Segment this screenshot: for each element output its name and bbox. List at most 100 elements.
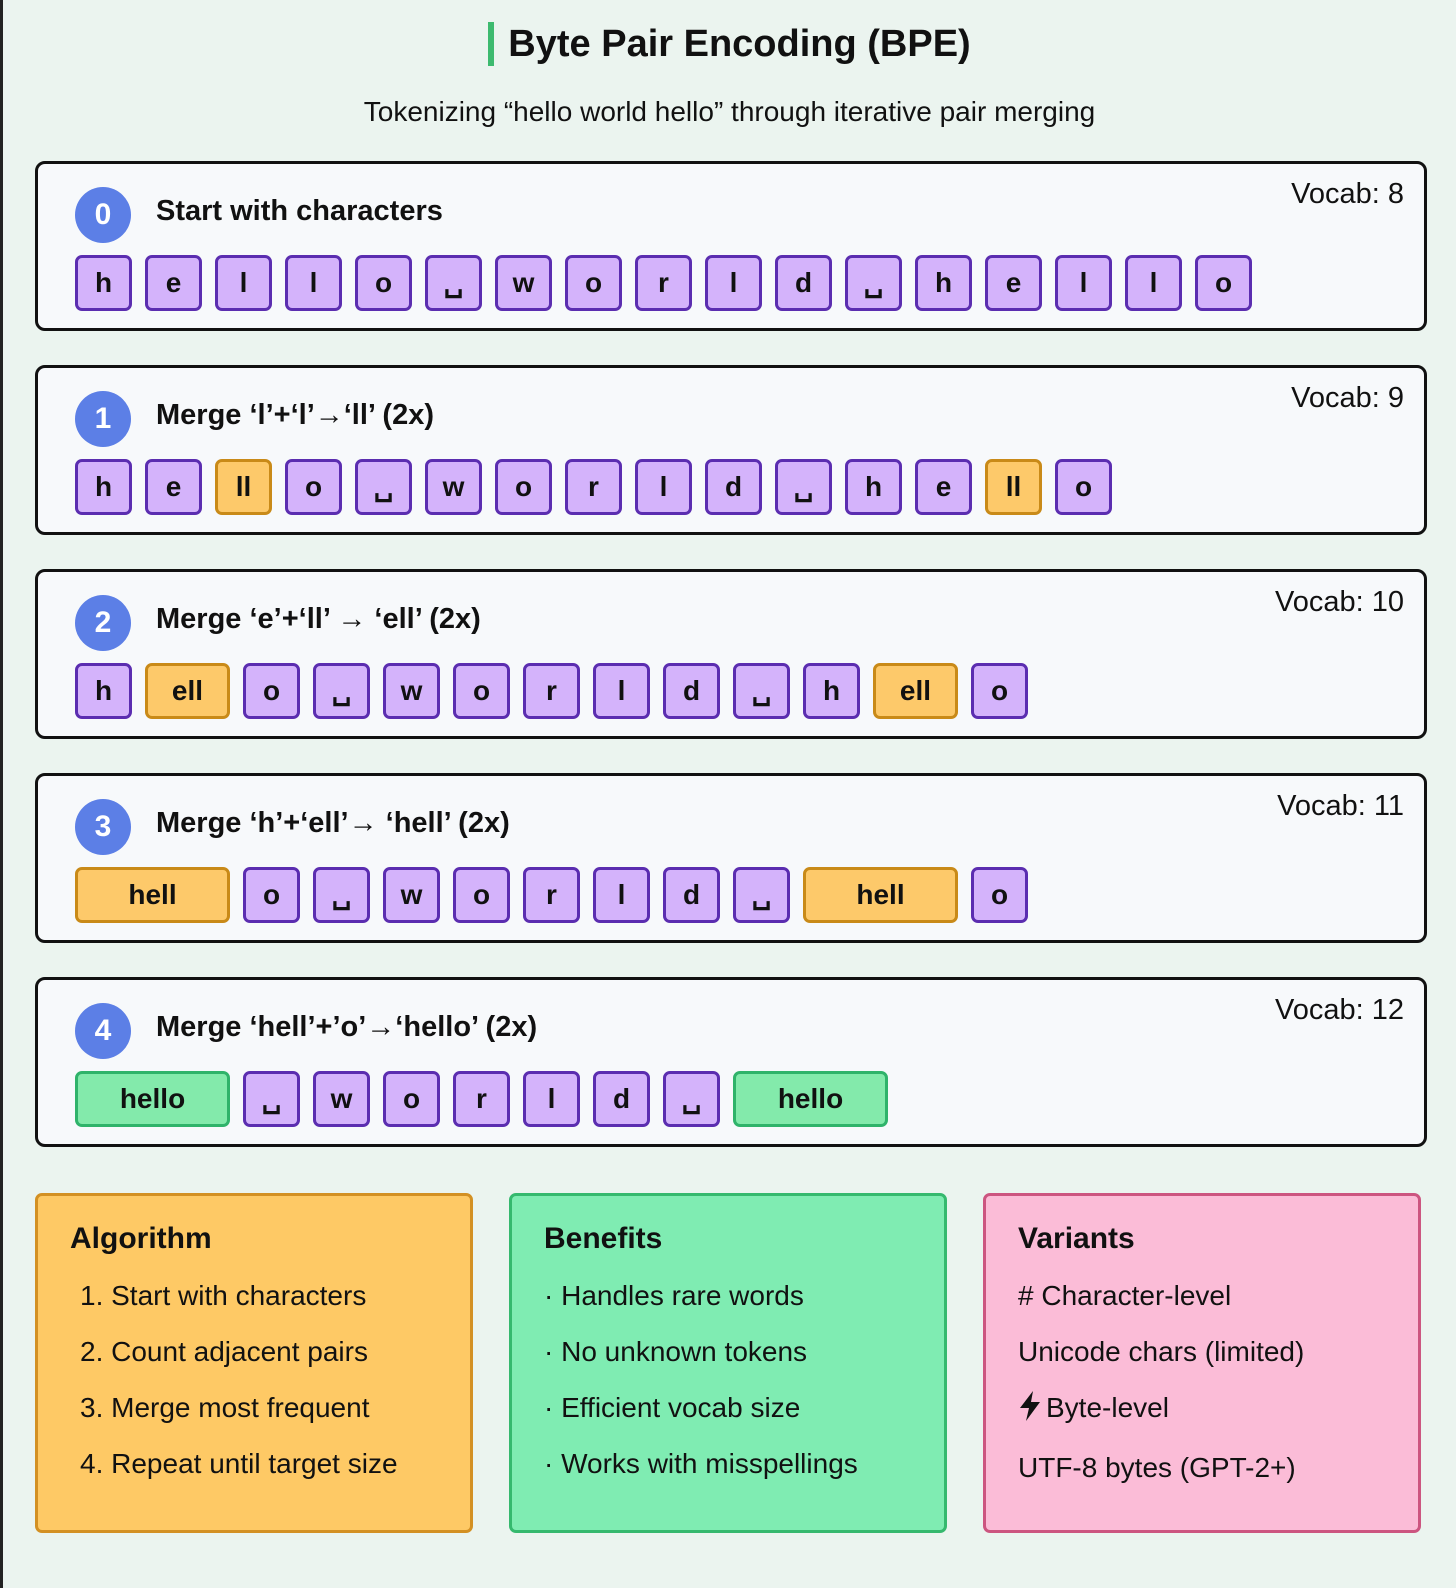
step-title: Merge ‘h’+‘ell’→ ‘hell’ (2x) — [156, 807, 510, 839]
token-chip: ␣ — [355, 459, 412, 515]
token-chip: l — [523, 1071, 580, 1127]
merged-token-chip: hell — [75, 867, 230, 923]
step-panel-3: 3 Merge ‘h’+‘ell’→ ‘hell’ (2x) Vocab: 11 he… — [35, 773, 1427, 943]
token-chip: r — [523, 867, 580, 923]
token-chip: o — [243, 867, 300, 923]
token-chip: h — [75, 663, 132, 719]
step-title: Merge ‘hell’+’o’→‘hello’ (2x) — [156, 1011, 538, 1043]
algorithm-item: 2. Count adjacent pairs — [80, 1336, 368, 1367]
token-chip: r — [635, 255, 692, 311]
token-chip: o — [453, 867, 510, 923]
token-chip: o — [971, 867, 1028, 923]
merged-token-chip: ll — [215, 459, 272, 515]
algorithm-item: 1. Start with characters — [80, 1280, 367, 1311]
token-chip: o — [383, 1071, 440, 1127]
token-chip: w — [313, 1071, 370, 1127]
page-subtitle: Tokenizing “hello world hello” through i… — [363, 96, 1096, 127]
step-title: Merge ‘l’+‘l’→‘ll’ (2x) — [156, 399, 435, 431]
vocab-count: Vocab: 8 — [1291, 178, 1404, 210]
token-chip: d — [663, 663, 720, 719]
benefits-title: Benefits — [544, 1222, 663, 1255]
merged-token-chip: ll — [985, 459, 1042, 515]
token-chip: r — [453, 1071, 510, 1127]
token-chip: o — [285, 459, 342, 515]
benefits-item: · No unknown tokens — [544, 1336, 808, 1367]
token-chip: w — [495, 255, 552, 311]
benefits-item: · Efficient vocab size — [544, 1392, 801, 1423]
token-chip: ␣ — [425, 255, 482, 311]
token-chip: w — [383, 867, 440, 923]
token-chip: h — [803, 663, 860, 719]
token-chip: o — [243, 663, 300, 719]
variants-item: # Character-level — [1018, 1280, 1232, 1311]
token-chip: d — [705, 459, 762, 515]
token-chip: d — [663, 867, 720, 923]
token-chip: o — [565, 255, 622, 311]
vocab-count: Vocab: 11 — [1277, 790, 1404, 822]
variants-item: UTF-8 bytes (GPT-2+) — [1018, 1452, 1296, 1483]
algorithm-item: 4. Repeat until target size — [80, 1448, 398, 1479]
token-chip: ␣ — [313, 867, 370, 923]
token-chip: l — [593, 663, 650, 719]
token-chip: w — [383, 663, 440, 719]
vocab-count: Vocab: 9 — [1291, 382, 1404, 414]
step-number-badge: 4 — [75, 1003, 131, 1059]
step-number-badge: 1 — [75, 391, 131, 447]
token-chip: ␣ — [663, 1071, 720, 1127]
variants-item-label: Byte-level — [1046, 1392, 1169, 1423]
token-chip: l — [635, 459, 692, 515]
token-chip: ␣ — [733, 663, 790, 719]
token-chip: ␣ — [775, 459, 832, 515]
step-title: Start with characters — [156, 195, 443, 227]
page-title: Byte Pair Encoding (BPE) — [488, 22, 971, 66]
token-chip: r — [523, 663, 580, 719]
token-chip: d — [775, 255, 832, 311]
algorithm-card: Algorithm 1. Start with characters 2. Co… — [35, 1193, 473, 1533]
variants-item: Unicode chars (limited) — [1018, 1336, 1305, 1367]
token-chip: ␣ — [243, 1071, 300, 1127]
token-chip: h — [915, 255, 972, 311]
token-chip: l — [285, 255, 342, 311]
token-chip: o — [1055, 459, 1112, 515]
token-chip: o — [495, 459, 552, 515]
token-chip: w — [425, 459, 482, 515]
token-chip: l — [1125, 255, 1182, 311]
token-chip: h — [75, 255, 132, 311]
step-number-badge: 2 — [75, 595, 131, 651]
token-chip: ␣ — [845, 255, 902, 311]
token-chip: o — [971, 663, 1028, 719]
token-chip: e — [915, 459, 972, 515]
step-number-badge: 3 — [75, 799, 131, 855]
vocab-count: Vocab: 12 — [1275, 994, 1404, 1026]
token-chip: o — [1195, 255, 1252, 311]
token-chip: h — [845, 459, 902, 515]
variants-item-byte-level: Byte-level — [1018, 1380, 1386, 1440]
merged-token-chip: ell — [873, 663, 958, 719]
token-chip: e — [145, 459, 202, 515]
merged-token-chip: hell — [803, 867, 958, 923]
step-number-badge: 0 — [75, 187, 131, 243]
variants-title: Variants — [1018, 1222, 1135, 1255]
lightning-bolt-icon — [1018, 1384, 1042, 1440]
token-chip: o — [453, 663, 510, 719]
token-chip: e — [985, 255, 1042, 311]
merged-token-chip: ell — [145, 663, 230, 719]
benefits-item: · Works with misspellings — [544, 1448, 858, 1479]
token-chip: e — [145, 255, 202, 311]
token-chip: h — [75, 459, 132, 515]
merged-token-chip: hello — [733, 1071, 888, 1127]
step-panel-4: 4 Merge ‘hell’+’o’→‘hello’ (2x) Vocab: 12 h… — [35, 977, 1427, 1147]
variants-card: Variants # Character-level Unicode chars… — [983, 1193, 1421, 1533]
token-chip: r — [565, 459, 622, 515]
token-chip: l — [705, 255, 762, 311]
token-chip: l — [215, 255, 272, 311]
benefits-item: · Handles rare words — [544, 1280, 804, 1311]
algorithm-item: 3. Merge most frequent — [80, 1392, 370, 1423]
title-wrap: Byte Pair Encoding (BPE) — [3, 22, 1456, 66]
